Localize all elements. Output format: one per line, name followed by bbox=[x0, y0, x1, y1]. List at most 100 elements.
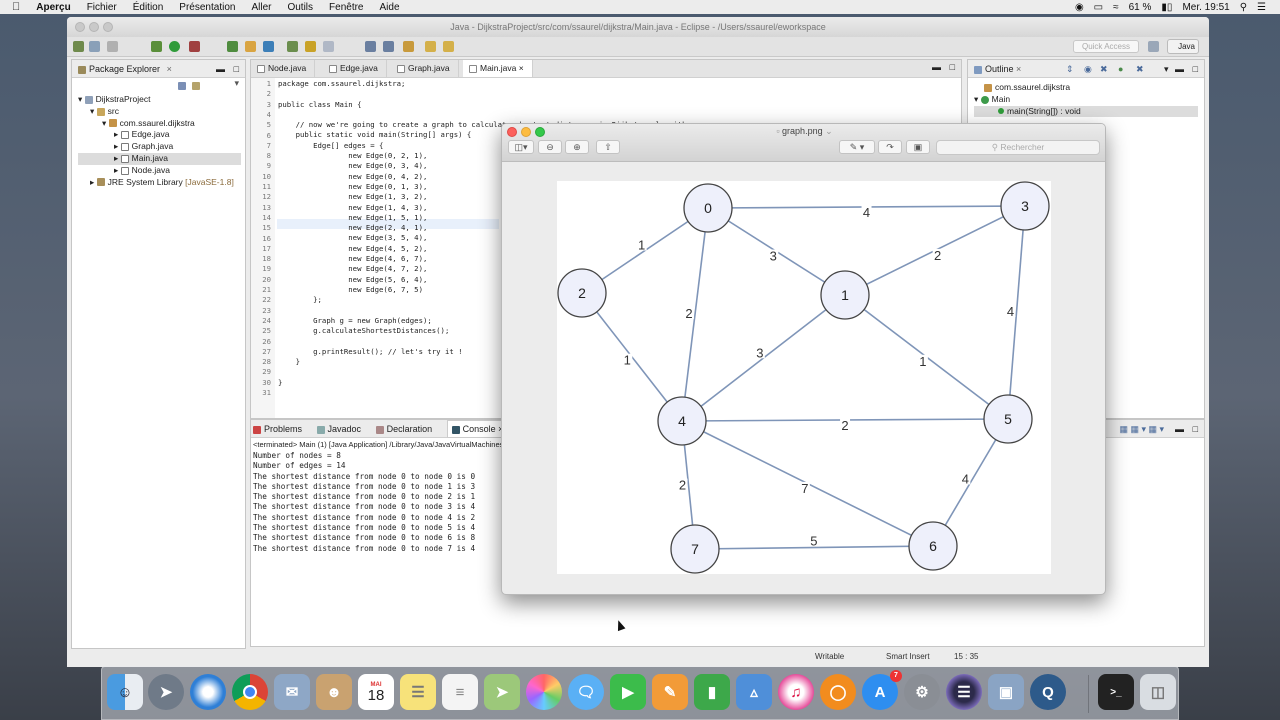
chevron-down-icon[interactable]: ⌄ bbox=[825, 126, 833, 136]
view-menu-icon[interactable]: ▾ bbox=[1164, 64, 1169, 74]
maximize-view-icon[interactable]: □ bbox=[233, 64, 239, 74]
trash-icon[interactable]: ◫ bbox=[1140, 674, 1176, 710]
expand-arrow-icon[interactable]: ▸ bbox=[114, 141, 119, 152]
prev-annotation-icon[interactable] bbox=[383, 41, 394, 52]
minimize-window-button[interactable] bbox=[521, 127, 531, 137]
zoom-window-button[interactable] bbox=[535, 127, 545, 137]
code-line[interactable]: new Edge(0, 1, 3), bbox=[278, 181, 428, 191]
code-line[interactable]: new Edge(6, 7, 5) bbox=[278, 284, 423, 294]
zoom-out-button[interactable]: ⊖ bbox=[538, 140, 562, 154]
tree-item-graph-java[interactable]: ▸ Graph.java bbox=[114, 141, 174, 152]
tab-declaration[interactable]: Declaration bbox=[375, 424, 432, 434]
code-line[interactable]: g.printResult(); // let's try it ! bbox=[278, 346, 463, 356]
clock[interactable]: Mer. 19:51 bbox=[1182, 1, 1230, 13]
battery-icon[interactable]: ▮▯ bbox=[1161, 1, 1173, 13]
tree-item-project[interactable]: ▾ DijkstraProject bbox=[78, 94, 151, 104]
safari-icon[interactable]: ✦ bbox=[190, 674, 226, 710]
outline-tab[interactable]: Outline bbox=[985, 64, 1014, 74]
menu-edition[interactable]: Édition bbox=[124, 1, 164, 13]
close-tab-icon[interactable]: × bbox=[518, 63, 524, 73]
pages-icon[interactable]: ✎ bbox=[652, 674, 688, 710]
apple-menu-icon[interactable]:  bbox=[12, 1, 20, 13]
screen-record-icon[interactable]: ◉ bbox=[1074, 1, 1084, 13]
close-window-button[interactable] bbox=[75, 22, 85, 32]
maximize-view-icon[interactable]: □ bbox=[1192, 424, 1198, 434]
search-toolbar-icon[interactable] bbox=[305, 41, 316, 52]
search-field[interactable]: ⚲ Rechercher bbox=[936, 140, 1100, 155]
tab-javadoc[interactable]: Javadoc bbox=[316, 424, 361, 434]
minimize-view-icon[interactable]: ▬ bbox=[1175, 64, 1184, 74]
close-tab-icon[interactable]: × bbox=[1016, 64, 1022, 74]
code-line[interactable]: public class Main { bbox=[278, 99, 362, 109]
close-tab-icon[interactable]: × bbox=[498, 424, 503, 434]
ibooks-icon[interactable]: ◯ bbox=[820, 674, 856, 710]
launchpad-icon[interactable]: ➤ bbox=[148, 674, 184, 710]
toolbox-button[interactable]: ▣ bbox=[906, 140, 930, 154]
hide-local-types-icon[interactable]: ✖ bbox=[1136, 64, 1144, 74]
expand-arrow-icon[interactable]: ▾ bbox=[974, 93, 979, 104]
code-line[interactable]: public static void main(String[] args) { bbox=[278, 130, 472, 140]
chrome-icon[interactable] bbox=[232, 674, 268, 710]
mail-icon[interactable]: ✉ bbox=[274, 674, 310, 710]
menu-outils[interactable]: Outils bbox=[279, 1, 313, 13]
tab-problems[interactable]: Problems bbox=[253, 424, 302, 434]
code-line[interactable]: new Edge(1, 3, 2), bbox=[278, 192, 428, 202]
menu-fenetre[interactable]: Fenêtre bbox=[320, 1, 363, 13]
menu-presentation[interactable]: Présentation bbox=[171, 1, 235, 13]
numbers-icon[interactable]: ▮ bbox=[694, 674, 730, 710]
expand-arrow-icon[interactable]: ▸ bbox=[114, 129, 119, 140]
share-button[interactable]: ⇧ bbox=[596, 140, 620, 154]
zoom-in-button[interactable]: ⊕ bbox=[565, 140, 589, 154]
menu-aller[interactable]: Aller bbox=[243, 1, 271, 13]
code-line[interactable]: new Edge(4, 7, 2), bbox=[278, 264, 428, 274]
forward-icon[interactable] bbox=[443, 41, 454, 52]
open-type-icon[interactable] bbox=[287, 41, 298, 52]
itunes-icon[interactable]: ♫ bbox=[778, 674, 814, 710]
tree-item-package[interactable]: ▾ com.ssaurel.dijkstra bbox=[102, 117, 195, 128]
expand-arrow-icon[interactable]: ▾ bbox=[102, 117, 107, 128]
maps-icon[interactable]: ➤ bbox=[484, 674, 520, 710]
package-explorer-tab[interactable]: Package Explorer bbox=[89, 64, 161, 74]
outline-item-method[interactable]: main(String[]) : void bbox=[974, 105, 1198, 118]
code-line[interactable]: new Edge(0, 4, 2), bbox=[278, 171, 428, 181]
hide-static-icon[interactable]: ✖ bbox=[1100, 64, 1108, 74]
code-line[interactable]: Edge[] edges = { bbox=[278, 140, 384, 150]
code-line[interactable]: }; bbox=[278, 295, 322, 305]
code-line[interactable] bbox=[278, 110, 691, 120]
tab-graph-java[interactable]: Graph.java bbox=[391, 60, 459, 77]
collapse-all-icon[interactable] bbox=[178, 82, 186, 90]
reminders-icon[interactable]: ≡ bbox=[442, 674, 478, 710]
tree-item-node-java[interactable]: ▸ Node.java bbox=[114, 164, 170, 175]
link-with-editor-icon[interactable] bbox=[192, 82, 200, 90]
keynote-icon[interactable]: ▵ bbox=[736, 674, 772, 710]
new-icon[interactable] bbox=[73, 41, 84, 52]
code-line[interactable]: Graph g = new Graph(edges); bbox=[278, 315, 432, 325]
zoom-window-button[interactable] bbox=[103, 22, 113, 32]
expand-arrow-icon[interactable]: ▾ bbox=[78, 94, 83, 104]
menu-fichier[interactable]: Fichier bbox=[78, 1, 117, 13]
notes-icon[interactable]: ☰ bbox=[400, 674, 436, 710]
tab-console[interactable]: Console × bbox=[446, 420, 509, 438]
notification-center-icon[interactable]: ☰ bbox=[1257, 1, 1266, 13]
minimize-view-icon[interactable]: ▬ bbox=[1175, 424, 1184, 434]
close-tab-icon[interactable]: × bbox=[166, 64, 172, 74]
code-line[interactable]: } bbox=[278, 377, 283, 387]
code-line[interactable]: new Edge(4, 6, 7), bbox=[278, 254, 428, 264]
menu-app-name[interactable]: Aperçu bbox=[28, 1, 70, 13]
terminal-icon[interactable]: >_ bbox=[1098, 674, 1134, 710]
minimize-view-icon[interactable]: ▬ bbox=[216, 64, 225, 74]
code-line[interactable]: new Edge(1, 5, 1), bbox=[278, 212, 428, 222]
code-line[interactable]: } bbox=[278, 357, 300, 367]
next-annotation-icon[interactable] bbox=[365, 41, 376, 52]
search-icon[interactable]: ⚲ bbox=[1239, 1, 1248, 13]
messages-icon[interactable]: 🗨 bbox=[568, 674, 604, 710]
outline-item-class[interactable]: ▾ Main bbox=[974, 93, 1011, 104]
hide-nonpublic-icon[interactable]: ● bbox=[1118, 64, 1124, 74]
code-line[interactable] bbox=[278, 89, 691, 99]
maximize-view-icon[interactable]: □ bbox=[949, 62, 955, 72]
back-icon[interactable] bbox=[425, 41, 436, 52]
code-line[interactable]: new Edge(3, 5, 4), bbox=[278, 233, 428, 243]
code-line[interactable]: new Edge(0, 2, 1), bbox=[278, 151, 428, 161]
